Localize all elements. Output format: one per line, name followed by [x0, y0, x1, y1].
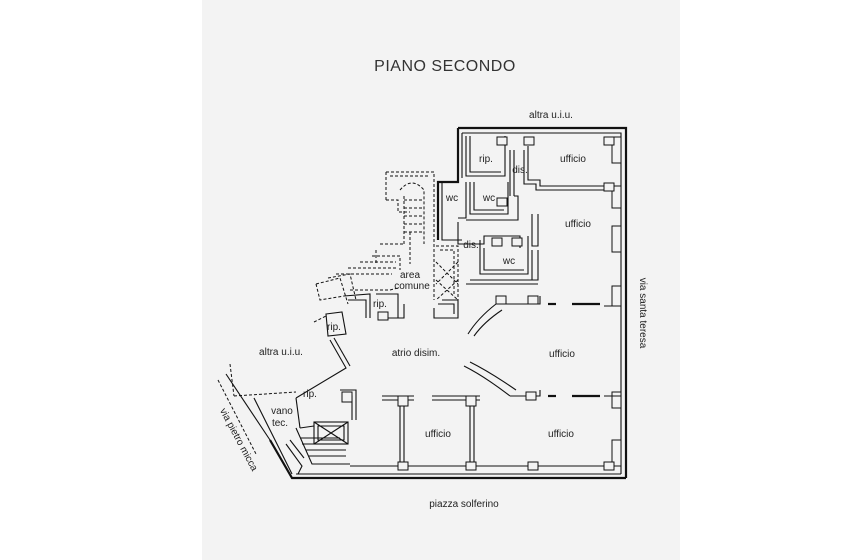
label-wc-3: wc [502, 256, 515, 267]
label-rip-lower: rip. [303, 389, 317, 400]
middle-partitions [433, 295, 621, 401]
label-dis-mid: dis. [463, 240, 479, 251]
outer-walls [269, 126, 628, 480]
label-area: area [400, 270, 420, 281]
label-ufficio-right-mid: ufficio [549, 349, 575, 360]
context-labels: altra u.i.u. altra u.i.u. piazza solferi… [217, 110, 648, 510]
plan-sheet: PIANO SECONDO [202, 0, 680, 560]
label-ufficio-bottom-right: ufficio [548, 429, 574, 440]
label-rip-small: rip. [373, 299, 387, 310]
label-street-right: via santa teresa [637, 278, 648, 349]
label-comune: comune [394, 281, 430, 292]
label-neighbor-top: altra u.i.u. [529, 110, 573, 121]
label-street-left: via pietro micca [217, 407, 260, 474]
label-neighbor-left: altra u.i.u. [259, 347, 303, 358]
room-labels: rip. ufficio dis. wc wc ufficio dis. wc … [271, 154, 591, 440]
label-wc-1: wc [445, 193, 458, 204]
label-tec: tec. [272, 418, 288, 429]
right-windows [611, 136, 622, 467]
label-ufficio-right-upper: ufficio [565, 219, 591, 230]
label-atrio: atrio disim. [392, 348, 440, 359]
label-rip-left: rip. [327, 322, 341, 333]
floor-plan: PIANO SECONDO [217, 58, 648, 510]
label-rip-top: rip. [479, 154, 493, 165]
label-wc-2: wc [482, 193, 495, 204]
bottom-rooms [382, 395, 615, 471]
label-ufficio-top: ufficio [560, 154, 586, 165]
label-street-bottom: piazza solferino [429, 499, 499, 510]
label-vano: vano [271, 406, 293, 417]
plan-title: PIANO SECONDO [374, 58, 516, 75]
label-dis-top: dis. [512, 165, 528, 176]
top-rooms [441, 136, 615, 285]
label-ufficio-bottom-left: ufficio [425, 429, 451, 440]
common-area-dashed [315, 171, 459, 305]
left-walls [217, 293, 405, 475]
